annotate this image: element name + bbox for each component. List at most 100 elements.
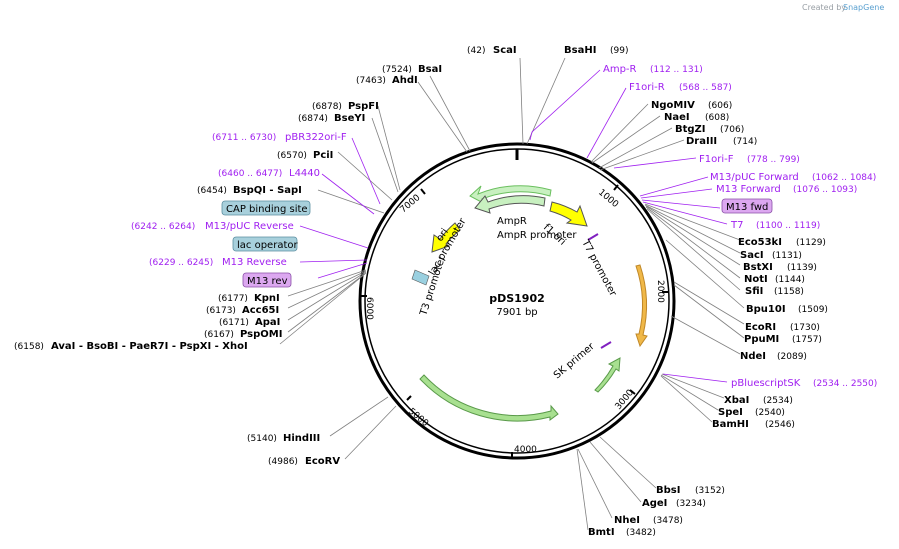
- primer-m13-reverse[interactable]: M13 Reverse: [222, 257, 287, 268]
- site-bamhi-pos: (2546): [765, 420, 795, 430]
- m13-rev-label[interactable]: M13 rev: [247, 276, 288, 287]
- site-hindiii[interactable]: HindIII: [283, 433, 320, 444]
- site-pcii[interactable]: PciI: [313, 150, 333, 161]
- site-ndei-pos: (2089): [777, 352, 807, 362]
- backbone-outer-ring: [358, 142, 676, 460]
- site-bstxi[interactable]: BstXI: [743, 262, 773, 273]
- right-green-arc: [594, 357, 621, 393]
- site-bspqi-pos: (6454): [197, 186, 227, 196]
- primer-pbr322ori-f[interactable]: pBR322ori-F: [285, 132, 347, 143]
- site-bsai[interactable]: BsaI: [418, 64, 442, 75]
- site-ecori-pos: (1730): [790, 323, 820, 333]
- primer-amp-r-range: (112 .. 131): [650, 65, 703, 75]
- site-eco53ki-pos: (1129): [796, 238, 826, 248]
- site-pspomi[interactable]: PspOMI: [240, 329, 282, 340]
- sk-primer-bind: [600, 341, 612, 349]
- tick-5000: 5000: [406, 407, 430, 430]
- site-noti[interactable]: NotI: [744, 274, 768, 285]
- primer-amp-r[interactable]: Amp-R: [603, 64, 637, 75]
- site-avai-group[interactable]: AvaI - BsoBI - PaeR7I - PspXI - XhoI: [51, 341, 248, 352]
- primer-pbluescriptsk[interactable]: pBluescriptSK: [731, 378, 801, 389]
- site-pspomi-pos: (6167): [204, 330, 234, 340]
- tick-7000-mark: [420, 188, 426, 195]
- lac-operator-label[interactable]: lac operator: [237, 240, 298, 251]
- primer-f1ori-f-range: (778 .. 799): [747, 155, 800, 165]
- site-ecorv[interactable]: EcoRV: [305, 456, 340, 467]
- f1-ori: [549, 201, 588, 227]
- site-bpu10i[interactable]: Bpu10I: [746, 304, 786, 315]
- site-xbai[interactable]: XbaI: [724, 395, 749, 406]
- site-ahdi-pos: (7463): [356, 76, 386, 86]
- primer-l4440-range: (6460 .. 6477): [218, 169, 282, 179]
- primer-t7[interactable]: T7: [730, 220, 743, 231]
- primer-m13-puc-reverse[interactable]: M13/pUC Reverse: [205, 221, 294, 232]
- site-btgzi[interactable]: BtgZI: [675, 124, 706, 135]
- ori-feature: [431, 222, 461, 253]
- site-acc65i[interactable]: Acc65I: [242, 305, 279, 316]
- cap-binding-site-label[interactable]: CAP binding site: [226, 204, 308, 215]
- site-bsahi-pos: (99): [610, 46, 628, 56]
- site-bamhi[interactable]: BamHI: [712, 419, 749, 430]
- site-kpni[interactable]: KpnI: [254, 293, 280, 304]
- site-draiii[interactable]: DraIII: [686, 136, 717, 147]
- site-ecori[interactable]: EcoRI: [745, 322, 776, 333]
- site-bsahi[interactable]: BsaHI: [564, 45, 596, 56]
- site-pspfi-pos: (6878): [312, 102, 342, 112]
- site-scai[interactable]: ScaI: [493, 45, 517, 56]
- site-bsai-pos: (7524): [382, 65, 412, 75]
- site-ndei[interactable]: NdeI: [740, 351, 766, 362]
- t7-promoter-label: T7 promoter: [579, 237, 619, 299]
- ampr-label: AmpR: [497, 216, 527, 227]
- lac-operator-block: [411, 269, 430, 286]
- site-apai-pos: (6171): [219, 318, 249, 328]
- m13-rev-box: [242, 272, 292, 288]
- m13-fwd-label[interactable]: M13 fwd: [726, 202, 768, 213]
- site-spei[interactable]: SpeI: [718, 407, 743, 418]
- site-bspqi-sapi[interactable]: BspQI - SapI: [233, 185, 302, 196]
- primer-f1ori-f[interactable]: F1ori-F: [699, 154, 734, 165]
- site-naei-pos: (608): [705, 113, 729, 123]
- site-kpni-pos: (6177): [218, 294, 248, 304]
- m13-fwd-box: [721, 198, 773, 214]
- t7-primer-bind: [587, 233, 599, 241]
- site-bpu10i-pos: (1509): [798, 305, 828, 315]
- site-saci[interactable]: SacI: [740, 250, 764, 261]
- site-nhei[interactable]: NheI: [614, 515, 640, 526]
- plasmid-length: 7901 bp: [496, 307, 537, 318]
- tick-4000: 4000: [514, 445, 537, 455]
- tick-6000: 6000: [364, 297, 374, 320]
- site-scai-pos: (42): [467, 46, 485, 56]
- site-eco53ki[interactable]: Eco53kI: [738, 237, 782, 248]
- tick-1000-mark: [613, 184, 619, 191]
- site-ngomiv[interactable]: NgoMIV: [651, 100, 695, 111]
- site-ppumi-pos: (1757): [792, 335, 822, 345]
- site-sfii[interactable]: SfiI: [745, 286, 763, 297]
- site-bmti[interactable]: BmtI: [588, 527, 615, 538]
- site-naei[interactable]: NaeI: [664, 112, 690, 123]
- site-spei-pos: (2540): [755, 408, 785, 418]
- primer-m13-puc-forward[interactable]: M13/pUC Forward: [710, 172, 799, 183]
- site-ahdi[interactable]: AhdI: [392, 75, 418, 86]
- site-apai[interactable]: ApaI: [255, 317, 280, 328]
- cap-binding-box: [221, 200, 311, 216]
- site-ppumi[interactable]: PpuMI: [744, 334, 779, 345]
- lac-operator-box: [232, 236, 298, 252]
- site-pcii-pos: (6570): [277, 151, 307, 161]
- primer-m13-forward[interactable]: M13 Forward: [716, 184, 781, 195]
- site-pspfi[interactable]: PspFI: [348, 101, 379, 112]
- primer-pbr322ori-f-range: (6711 .. 6730): [212, 133, 276, 143]
- site-nhei-pos: (3478): [653, 516, 683, 526]
- site-bbsi[interactable]: BbsI: [656, 485, 680, 496]
- primer-pbluescriptsk-range: (2534 .. 2550): [813, 379, 877, 389]
- primer-connectors: [299, 69, 728, 383]
- site-btgzi-pos: (706): [720, 125, 744, 135]
- primer-f1ori-r[interactable]: F1ori-R: [629, 82, 665, 93]
- plasmid-name: pDS1902: [489, 292, 545, 305]
- bottom-green-arc: [419, 374, 559, 422]
- primer-l4440[interactable]: L4440: [289, 168, 320, 179]
- site-hindiii-pos: (5140): [247, 434, 277, 444]
- site-connectors: [279, 57, 745, 531]
- site-bseyi[interactable]: BseYI: [334, 113, 365, 124]
- site-agei[interactable]: AgeI: [642, 498, 667, 509]
